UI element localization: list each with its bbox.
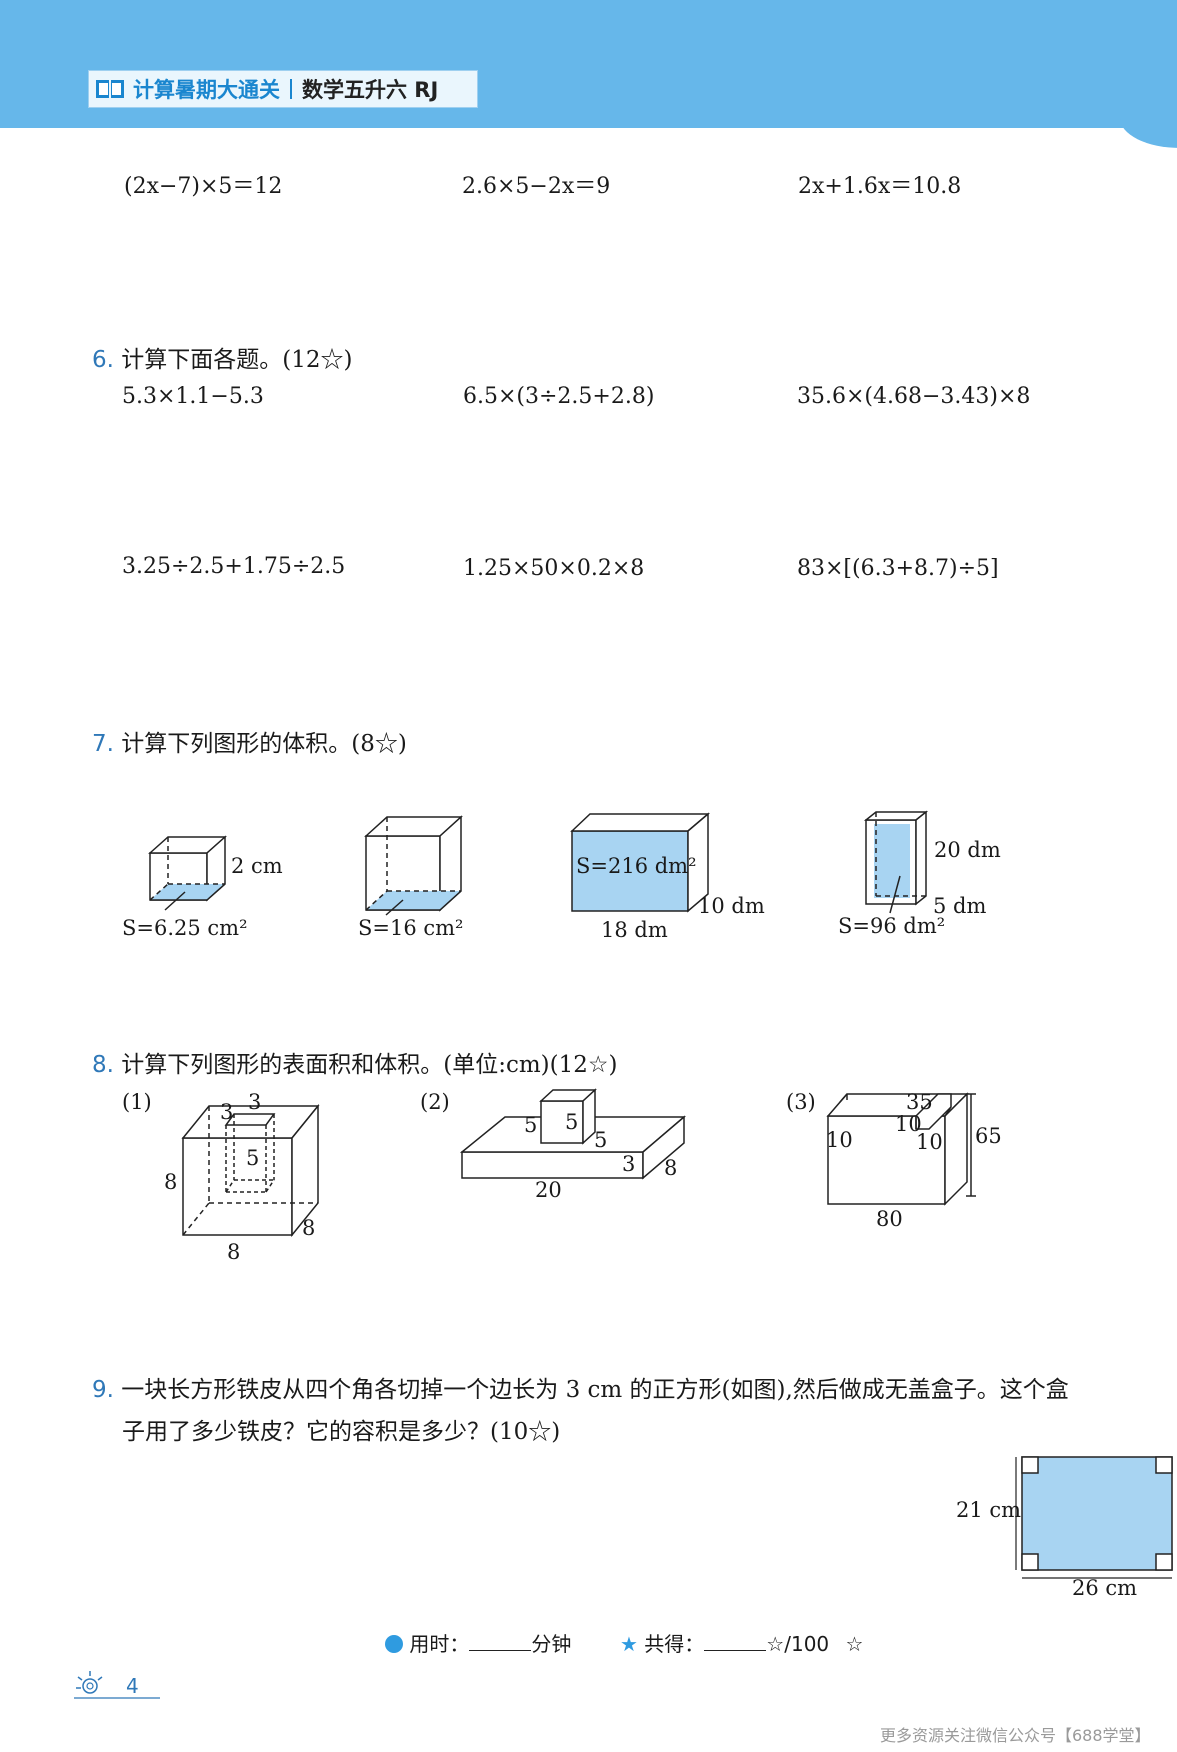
calc-4: 3.25÷2.5+1.75÷2.5 bbox=[122, 554, 346, 579]
q8-fig2-cube-h: 5 bbox=[565, 1110, 579, 1134]
q8-fig3-label: (3) bbox=[786, 1090, 816, 1114]
question-9-number: 9. bbox=[92, 1377, 114, 1403]
q9-figure bbox=[1015, 1456, 1173, 1579]
header-band bbox=[0, 0, 1177, 128]
q8-figure-1 bbox=[181, 1103, 320, 1238]
header-subtitle: 数学五升六 RJ bbox=[302, 78, 439, 102]
q8-fig1-top1: 3 bbox=[220, 1100, 234, 1124]
question-9-line2: 子用了多少铁皮？它的容积是多少？(10☆) bbox=[122, 1419, 561, 1445]
header-separator bbox=[290, 79, 292, 99]
page-corner bbox=[72, 1668, 162, 1708]
q7-figure-1 bbox=[148, 835, 227, 911]
q8-figure-3 bbox=[826, 1092, 976, 1206]
q7-fig4-area: S=96 dm² bbox=[838, 914, 946, 938]
page-number: 4 bbox=[126, 1674, 139, 1698]
q7-fig1-area: S=6.25 cm² bbox=[122, 916, 248, 940]
time-label: 用时： bbox=[409, 1632, 470, 1656]
time-section: 用时： 分钟 bbox=[385, 1628, 571, 1657]
q8-fig1-height: 8 bbox=[164, 1170, 178, 1194]
score-star-mark: ☆ bbox=[845, 1632, 864, 1656]
q9-width-label: 26 cm bbox=[1072, 1576, 1138, 1600]
clock-icon bbox=[385, 1635, 403, 1653]
calc-5: 1.25×50×0.2×8 bbox=[463, 556, 645, 581]
time-blank[interactable] bbox=[469, 1632, 532, 1651]
calc-3: 35.6×(4.68−3.43)×8 bbox=[797, 384, 1031, 409]
q7-figure-3 bbox=[570, 812, 711, 913]
question-6-title: 6. 计算下面各题。(12☆) bbox=[92, 340, 352, 374]
question-9-line1: 9. 一块长方形铁皮从四个角各切掉一个边长为 3 cm 的正方形(如图),然后做… bbox=[92, 1370, 1069, 1404]
q8-fig3-left: 10 bbox=[826, 1128, 853, 1152]
sun-spiral-icon bbox=[74, 1671, 160, 1699]
question-7-number: 7. bbox=[92, 731, 114, 757]
q8-figure-2 bbox=[459, 1088, 687, 1180]
q8-figures bbox=[181, 1088, 976, 1238]
calc-2: 6.5×(3÷2.5+2.8) bbox=[463, 384, 655, 409]
header-curve bbox=[1120, 118, 1177, 148]
q8-fig1-inner: 5 bbox=[246, 1146, 260, 1170]
q7-figure-4 bbox=[863, 810, 929, 914]
header-title-box: 计算暑期大通关 数学五升六 RJ bbox=[88, 70, 478, 108]
question-6-text: 计算下面各题。(12☆) bbox=[121, 347, 353, 373]
q8-fig3-top: 35 bbox=[906, 1090, 933, 1114]
question-9-text-1: 一块长方形铁皮从四个角各切掉一个边长为 3 cm 的正方形(如图),然后做成无盖… bbox=[121, 1377, 1069, 1403]
q8-fig3-notch2: 10 bbox=[916, 1130, 943, 1154]
score-label: 共得： bbox=[644, 1632, 705, 1656]
score-blank[interactable] bbox=[704, 1632, 767, 1651]
equation-1: (2x−7)×5＝12 bbox=[124, 174, 283, 199]
q7-figure-2 bbox=[364, 815, 463, 916]
q9-height-label: 21 cm bbox=[956, 1498, 1022, 1522]
q7-fig4-height: 20 dm bbox=[934, 838, 1001, 862]
q7-fig4-width: 5 dm bbox=[933, 894, 987, 918]
q8-fig2-cube-d: 5 bbox=[594, 1128, 608, 1152]
q8-fig1-depth: 8 bbox=[302, 1216, 316, 1240]
question-7-text: 计算下列图形的体积。(8☆) bbox=[121, 731, 407, 757]
q8-fig2-label: (2) bbox=[420, 1090, 450, 1114]
question-8-number: 8. bbox=[92, 1052, 114, 1078]
q8-fig3-bottom: 80 bbox=[876, 1207, 903, 1231]
q8-fig1-top2: 3 bbox=[248, 1090, 262, 1114]
q7-fig3-length: 18 dm bbox=[601, 918, 668, 942]
q8-fig2-height: 3 bbox=[622, 1152, 636, 1176]
equation-3: 2x+1.6x＝10.8 bbox=[798, 174, 962, 199]
q7-fig3-depth: 10 dm bbox=[698, 894, 765, 918]
q7-fig2-area: S=16 cm² bbox=[358, 916, 464, 940]
time-unit: 分钟 bbox=[531, 1632, 572, 1656]
q8-fig2-depth: 8 bbox=[664, 1156, 678, 1180]
score-section: ★ 共得： ☆/100 ☆ bbox=[620, 1628, 863, 1657]
q8-fig3-height: 65 bbox=[975, 1124, 1002, 1148]
q8-fig1-bottom: 8 bbox=[227, 1240, 241, 1264]
watermark: 更多资源关注微信公众号【688学堂】 bbox=[880, 1726, 1151, 1745]
question-7-title: 7. 计算下列图形的体积。(8☆) bbox=[92, 724, 407, 758]
book-icon bbox=[95, 78, 125, 100]
question-8-title: 8. 计算下列图形的表面积和体积。(单位:cm)(12☆) bbox=[92, 1045, 617, 1079]
q7-fig3-area: S=216 dm² bbox=[576, 854, 697, 878]
calc-1: 5.3×1.1−5.3 bbox=[122, 384, 264, 409]
star-icon: ★ bbox=[620, 1632, 638, 1656]
q8-fig3-notch1: 10 bbox=[895, 1112, 922, 1136]
q7-figures bbox=[148, 810, 929, 916]
score-total: ☆/100 bbox=[766, 1632, 830, 1656]
question-8-text: 计算下列图形的表面积和体积。(单位:cm)(12☆) bbox=[121, 1052, 618, 1078]
q8-fig1-label: (1) bbox=[122, 1090, 152, 1114]
equation-2: 2.6×5−2x＝9 bbox=[462, 174, 611, 199]
q8-fig2-length: 20 bbox=[535, 1178, 562, 1202]
q7-fig1-height: 2 cm bbox=[231, 854, 283, 878]
calc-6: 83×[(6.3+8.7)÷5] bbox=[797, 556, 999, 581]
header-title: 计算暑期大通关 bbox=[133, 78, 280, 102]
question-6-number: 6. bbox=[92, 347, 114, 373]
q8-fig2-cube-w: 5 bbox=[524, 1113, 538, 1137]
